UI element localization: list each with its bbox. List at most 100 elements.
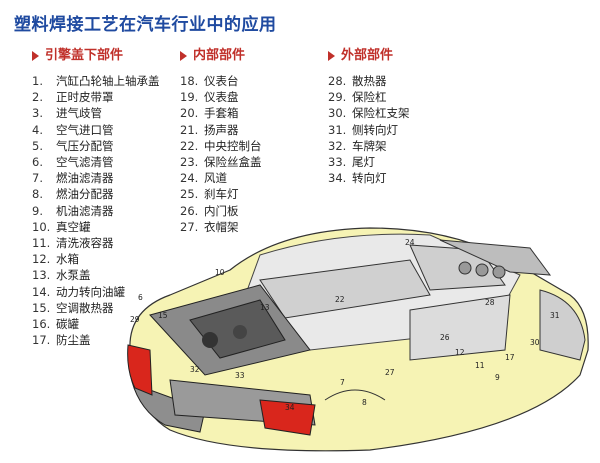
part-label: 转向灯 <box>352 171 387 186</box>
part-number: 6. <box>32 155 43 170</box>
part-number: 1. <box>32 74 43 88</box>
callout-label: 8 <box>362 398 367 407</box>
turn-signal-right <box>259 399 316 436</box>
part-label: 空气进口管 <box>56 122 114 137</box>
part-list-item: 30.保险杠支架 <box>328 105 410 121</box>
part-number: 30. <box>328 106 347 121</box>
part-list-item: 27. 衣帽架 <box>180 219 262 235</box>
part-label: 水泵盖 <box>56 268 91 283</box>
door-panel <box>409 294 511 361</box>
callout-label: 28 <box>485 298 495 307</box>
part-list-item: 28. 散热器 <box>328 73 410 89</box>
part-list-item: 12. 水箱 <box>32 251 160 267</box>
part-label: 散热器 <box>352 74 387 88</box>
section-heading: 外部部件 <box>328 44 410 63</box>
part-label: 防尘盖 <box>56 333 91 348</box>
part-number: 23. <box>180 155 199 170</box>
turn-signal-left <box>127 344 153 396</box>
part-label: 正时皮带罩 <box>56 90 114 105</box>
callout-label: 9 <box>495 373 500 382</box>
part-list-item: 23. 保险丝盒盖 <box>180 154 262 170</box>
part-list-item: 14. 动力转向油罐 <box>32 284 160 300</box>
part-number: 17. <box>32 333 51 348</box>
callout-label: 22 <box>335 295 345 304</box>
part-label: 汽缸凸轮轴上轴承盖 <box>56 74 160 88</box>
part-list-item: 15. 空调散热器 <box>32 300 160 316</box>
triangle-arrow-icon <box>328 50 335 61</box>
part-number: 10. <box>32 219 51 234</box>
part-label: 刹车灯 <box>204 187 239 202</box>
part-number: 33. <box>328 155 347 170</box>
part-number: 15. <box>32 300 51 315</box>
part-list-item: 19. 仪表盘 <box>180 89 262 105</box>
triangle-arrow-icon <box>180 50 187 61</box>
parcel-shelf <box>439 239 552 276</box>
part-number: 29. <box>328 90 347 105</box>
callout-label: 17 <box>505 353 515 362</box>
part-label: 保险丝盒盖 <box>204 155 262 170</box>
section-heading: 内部部件 <box>180 44 262 63</box>
part-number: 28. <box>328 74 347 88</box>
part-list-item: 24.风道 <box>180 170 262 186</box>
rear-bumper <box>539 289 586 361</box>
part-list-item: 16.碳罐 <box>32 316 160 332</box>
part-label: 衣帽架 <box>204 219 239 234</box>
part-list-item: 7.燃油滤清器 <box>32 170 160 186</box>
part-number: 12. <box>32 252 51 267</box>
part-list-item: 17. 防尘盖 <box>32 332 160 348</box>
part-label: 保险杠 <box>352 90 387 105</box>
callout-label: 32 <box>190 365 200 374</box>
part-list-item: 31.侧转向灯 <box>328 122 410 138</box>
part-list-item: 32. 车牌架 <box>328 138 410 154</box>
part-number: 21. <box>180 122 199 137</box>
part-label: 仪表盘 <box>204 90 239 105</box>
part-number: 9. <box>32 203 43 218</box>
part-label: 空气滤清管 <box>56 155 114 170</box>
part-label: 空调散热器 <box>56 300 114 315</box>
part-list-item: 26.内门板 <box>180 203 262 219</box>
callout-label: 30 <box>530 338 540 347</box>
part-list-item: 25.刹车灯 <box>180 186 262 202</box>
part-number: 32. <box>328 138 347 153</box>
part-list-item: 3.进气歧管 <box>32 105 160 121</box>
part-label: 动力转向油罐 <box>56 284 125 299</box>
part-list-item: 9.机油滤清器 <box>32 203 160 219</box>
callout-label: 12 <box>455 348 465 357</box>
part-list-item: 6. 空气滤清管 <box>32 154 160 170</box>
callout-label: 24 <box>405 238 415 247</box>
part-label: 真空罐 <box>56 219 91 234</box>
callout-label: 31 <box>550 311 560 320</box>
part-list-item: 2.正时皮带罩 <box>32 89 160 105</box>
part-label: 碳罐 <box>56 317 79 332</box>
callout-label: 10 <box>215 268 225 277</box>
part-number: 5. <box>32 138 43 153</box>
car-cutaway-illustration: 24 10 6 29 15 32 33 34 13 8 7 27 17 30 3… <box>127 227 589 452</box>
part-number: 24. <box>180 171 199 186</box>
part-number: 27. <box>180 219 199 234</box>
callout-label: 7 <box>340 378 345 387</box>
part-number: 4. <box>32 122 43 137</box>
part-number: 19. <box>180 90 199 105</box>
part-number: 11. <box>32 236 51 251</box>
part-label: 进气歧管 <box>56 106 102 121</box>
part-list-item: 1. 汽缸凸轮轴上轴承盖 <box>32 73 160 89</box>
part-label: 车牌架 <box>352 138 387 153</box>
callout-label: 26 <box>440 333 450 342</box>
part-list-item: 22.中央控制台 <box>180 138 262 154</box>
part-label: 气压分配管 <box>56 138 114 153</box>
part-number: 34. <box>328 171 347 186</box>
part-list-item: 13.水泵盖 <box>32 267 160 283</box>
page-title: 塑料焊接工艺在汽车行业中的应用 <box>14 15 277 35</box>
part-list-item: 21.扬声器 <box>180 122 262 138</box>
part-label: 侧转向灯 <box>352 122 398 137</box>
part-number: 22. <box>180 138 199 153</box>
section-heading: 引擎盖下部件 <box>32 44 160 63</box>
part-label: 水箱 <box>56 252 79 267</box>
part-number: 14. <box>32 284 51 299</box>
